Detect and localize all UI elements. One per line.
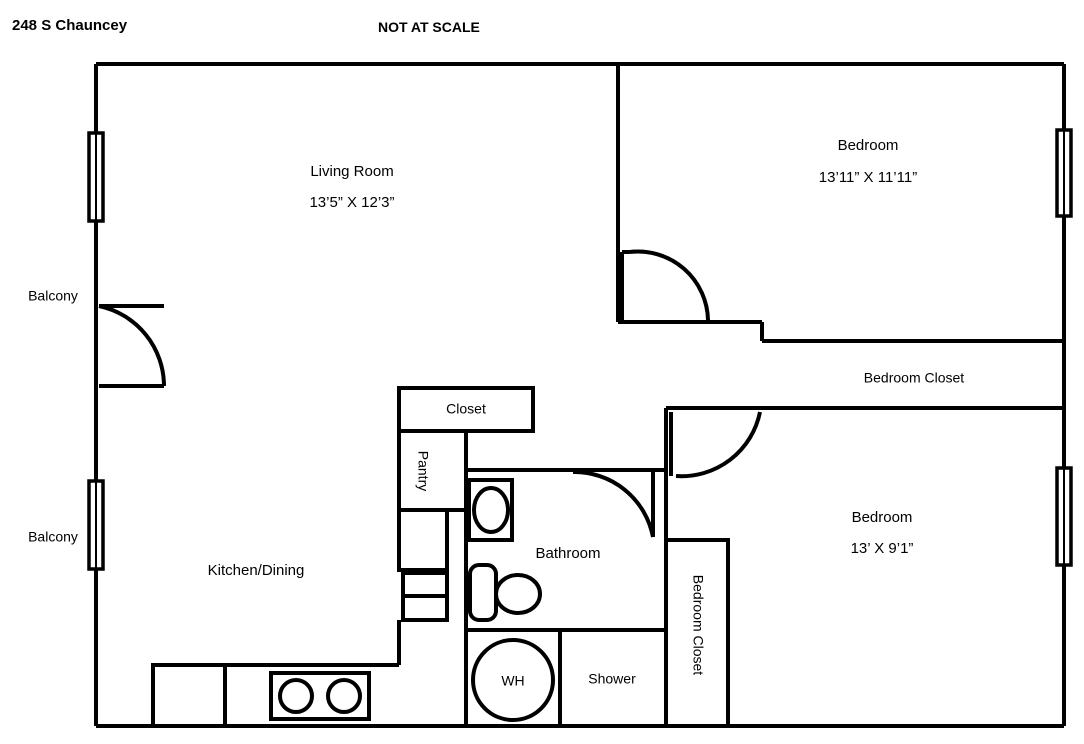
window-symbols xyxy=(87,128,1073,571)
room-label-living-room: Living Room xyxy=(310,162,394,180)
label-bedroom-closet-lower: Bedroom Closet xyxy=(690,574,707,676)
room-dims-bedroom-upper: 13’11” X 11’11” xyxy=(818,168,918,186)
room-label-bedroom-upper: Bedroom xyxy=(837,136,899,154)
page-title-address: 248 S Chauncey xyxy=(12,17,128,34)
label-shower: Shower xyxy=(588,670,636,687)
door-bathroom-arc xyxy=(572,469,655,538)
bedroom-closet-lower-box xyxy=(664,538,730,728)
room-dims-living-room: 13’5” X 12’3” xyxy=(309,193,395,211)
room-label-bedroom-lower: Bedroom xyxy=(851,508,913,526)
counter-left-box xyxy=(151,663,227,728)
stove-burner-left xyxy=(278,678,314,714)
sink-counter xyxy=(467,478,514,542)
door-lower-bedroom-arc xyxy=(675,411,762,479)
pantry-box xyxy=(397,429,468,512)
label-balcony-upper: Balcony xyxy=(28,287,78,304)
door-upper-bedroom-arc xyxy=(629,249,710,321)
stove-box xyxy=(269,671,371,721)
scale-note: NOT AT SCALE xyxy=(378,19,480,35)
room-label-kitchen-dining: Kitchen/Dining xyxy=(207,561,305,579)
toilet-tank xyxy=(468,563,498,622)
stove-burner-right xyxy=(326,678,362,714)
label-water-heater: WH xyxy=(501,672,525,689)
door-balcony-arc xyxy=(98,304,166,387)
room-label-bathroom: Bathroom xyxy=(535,544,601,562)
room-dims-bedroom-lower: 13’ X 9’1” xyxy=(850,539,914,557)
sink-basin xyxy=(472,486,510,534)
label-balcony-lower: Balcony xyxy=(28,528,78,545)
label-pantry: Pantry xyxy=(415,450,432,492)
toilet-bowl xyxy=(494,573,542,615)
label-closet: Closet xyxy=(446,400,486,417)
water-heater-circle xyxy=(471,638,555,722)
cabinet-upper-box xyxy=(397,508,449,572)
label-bedroom-closet-upper: Bedroom Closet xyxy=(863,369,965,386)
